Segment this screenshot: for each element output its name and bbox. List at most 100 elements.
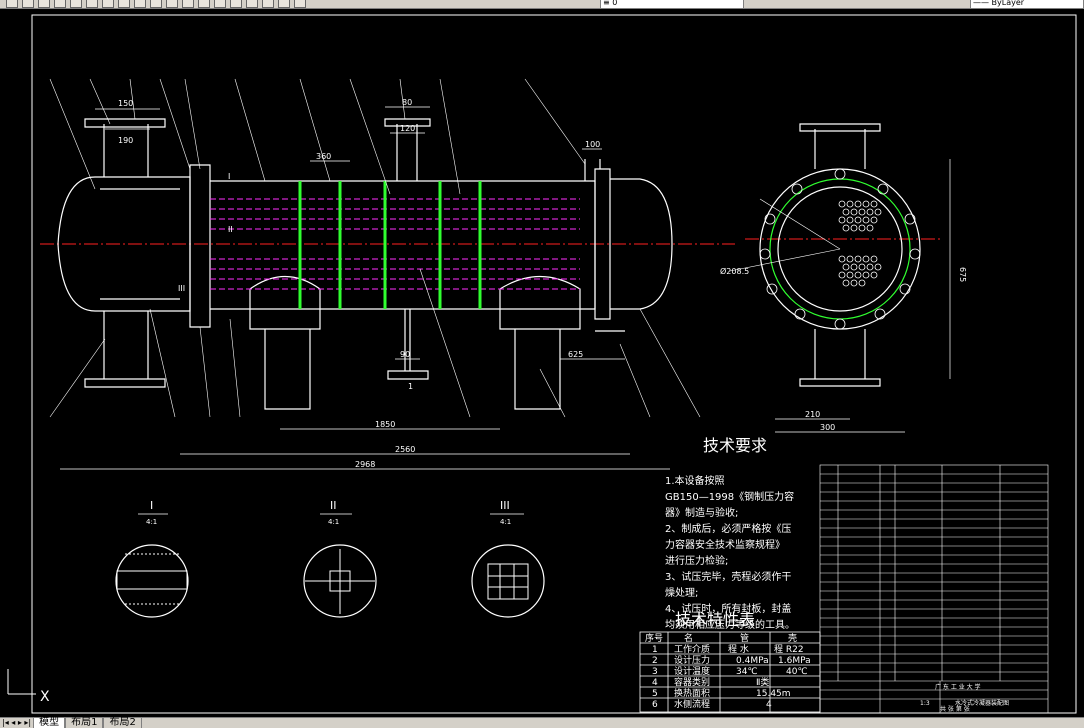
dim-1850: 1850: [375, 420, 395, 429]
tab-layout1[interactable]: 布局1: [65, 718, 104, 728]
tech-requirements: 技术要求 1.本设备按照 GB150—1998《钢制压力容 器》制造与验收; 2…: [665, 436, 795, 631]
dim-100: 100: [585, 140, 600, 149]
note-line-4: 2、制成后，必须严格按《压: [665, 522, 791, 535]
paste-icon[interactable]: [118, 0, 130, 8]
zoom-realtime-icon[interactable]: [198, 0, 210, 8]
dim-diameter: Ø208.5: [720, 266, 749, 276]
drawing-svg: 150 190 360 80 120 100 625 1850 2560 296…: [7, 14, 1077, 714]
tab-layout2[interactable]: 布局2: [103, 718, 142, 728]
spec-cell: 程 水: [728, 643, 749, 655]
note-line-8: 燥处理;: [665, 587, 698, 599]
note-line-6: 进行压力检验;: [665, 554, 728, 567]
dim-80: 80: [402, 98, 412, 107]
end-view-tube-holes: [838, 200, 882, 287]
dim-675: 675: [958, 267, 967, 282]
shell-vessel: [57, 118, 673, 410]
preview-icon[interactable]: [70, 0, 82, 8]
spec-cell: 40℃: [786, 667, 808, 677]
spec-table: 技术特性表 序号 名 管 壳 1 工作介质 程 水 程 R22 2 设计压力 0…: [639, 610, 821, 713]
tech-requirements-title: 技术要求: [703, 436, 767, 455]
leader-lines: [49, 78, 701, 418]
diameter-leader: [729, 248, 841, 272]
note-line-1: 1.本设备按照: [665, 474, 725, 487]
dim-1: 1: [408, 382, 413, 391]
spec-cell: 4: [652, 678, 658, 688]
zoom-window-icon[interactable]: [214, 0, 226, 8]
dim-2560: 2560: [395, 445, 415, 454]
undo-icon[interactable]: [150, 0, 162, 8]
end-view-bolts: [759, 168, 921, 330]
copy-icon[interactable]: [102, 0, 114, 8]
print-icon[interactable]: [54, 0, 66, 8]
spec-header-3: 壳: [788, 632, 797, 644]
callout-ii: II: [228, 225, 233, 234]
linetype-dropdown[interactable]: —— ByLayer: [970, 0, 1084, 8]
spec-cell: 工作介质: [674, 643, 710, 655]
drawing-canvas[interactable]: 150 190 360 80 120 100 625 1850 2560 296…: [0, 9, 1084, 717]
spec-table-title: 技术特性表: [675, 610, 755, 629]
section-ii-scale: 4:1: [328, 518, 339, 526]
title-block-sheet: 共 张 第 张: [940, 705, 970, 713]
note-line-10: 均须用相应压力等级的工具。: [665, 618, 795, 631]
spec-cell: 程 R22: [774, 644, 804, 655]
pan-icon[interactable]: [182, 0, 194, 8]
note-line-3: 器》制造与验收;: [665, 506, 738, 519]
dim-300: 300: [820, 423, 835, 432]
note-line-5: 力容器安全技术监察规程》: [665, 538, 785, 551]
tool-palette-icon[interactable]: [278, 0, 290, 8]
spec-header-1: 名: [684, 632, 693, 644]
note-line-7: 3、试压完毕，壳程必须作干: [665, 570, 791, 583]
spec-cell: 0.4MPa: [736, 656, 769, 666]
ucs-icon: X: [7, 669, 50, 705]
tab-nav-arrows[interactable]: |◂ ◂ ▸ ▸|: [2, 718, 32, 727]
spec-header-0: 序号: [645, 632, 663, 644]
zoom-previous-icon[interactable]: [230, 0, 242, 8]
title-block-scale: 1:3: [920, 700, 930, 707]
cut-icon[interactable]: [86, 0, 98, 8]
end-view: [759, 123, 921, 387]
dim-360: 360: [316, 152, 331, 161]
tab-model[interactable]: 模型: [33, 718, 66, 728]
open-file-icon[interactable]: [22, 0, 34, 8]
section-iii-scale: 4:1: [500, 518, 511, 526]
spec-cell: 换热面积: [674, 687, 710, 699]
section-iii-label: III: [500, 499, 510, 512]
dim-150: 150: [118, 99, 133, 108]
parts-list: 广 东 工 业 大 学 水冷式冷凝器装配图 1:3 共 张 第 张: [819, 464, 1049, 714]
dimension-lines: [60, 106, 951, 470]
cad-toolbar: ≡ 0 —— ByLayer: [0, 0, 1084, 9]
note-line-2: GB150—1998《钢制压力容: [665, 490, 794, 503]
section-ii: II 4:1: [303, 499, 377, 618]
view-callouts: I II III: [178, 172, 233, 293]
dim-210: 210: [805, 410, 820, 419]
dim-90: 90: [400, 350, 410, 359]
title-block-title: 水冷式冷凝器装配图: [955, 699, 1009, 707]
save-icon[interactable]: [38, 0, 50, 8]
spec-cell: 3: [652, 667, 658, 677]
help-icon[interactable]: [294, 0, 306, 8]
dim-120: 120: [400, 124, 415, 133]
section-ii-label: II: [330, 499, 337, 512]
section-i-scale: 4:1: [146, 518, 157, 526]
redo-icon[interactable]: [166, 0, 178, 8]
section-i: I 4:1: [115, 499, 189, 618]
properties-icon[interactable]: [246, 0, 258, 8]
new-file-icon[interactable]: [6, 0, 18, 8]
section-i-label: I: [150, 499, 153, 512]
callout-iii: III: [178, 284, 185, 293]
section-details: I 4:1 II 4:1 III 4:1: [115, 499, 545, 618]
tube-bundle: [210, 198, 580, 290]
layer-dropdown[interactable]: ≡ 0: [600, 0, 744, 8]
spec-cell: 设计温度: [674, 665, 710, 677]
section-iii: III 4:1: [471, 499, 545, 618]
match-properties-icon[interactable]: [134, 0, 146, 8]
layout-tab-bar: |◂ ◂ ▸ ▸| 模型 布局1 布局2: [0, 717, 1084, 728]
spec-cell: 6: [652, 700, 658, 710]
baffles: [298, 181, 482, 309]
spec-cell: 设计压力: [674, 654, 710, 666]
dim-190: 190: [118, 136, 133, 145]
design-center-icon[interactable]: [262, 0, 274, 8]
dim-625: 625: [568, 350, 583, 359]
spec-header-2: 管: [740, 632, 749, 644]
spec-cell: 2: [652, 656, 658, 666]
